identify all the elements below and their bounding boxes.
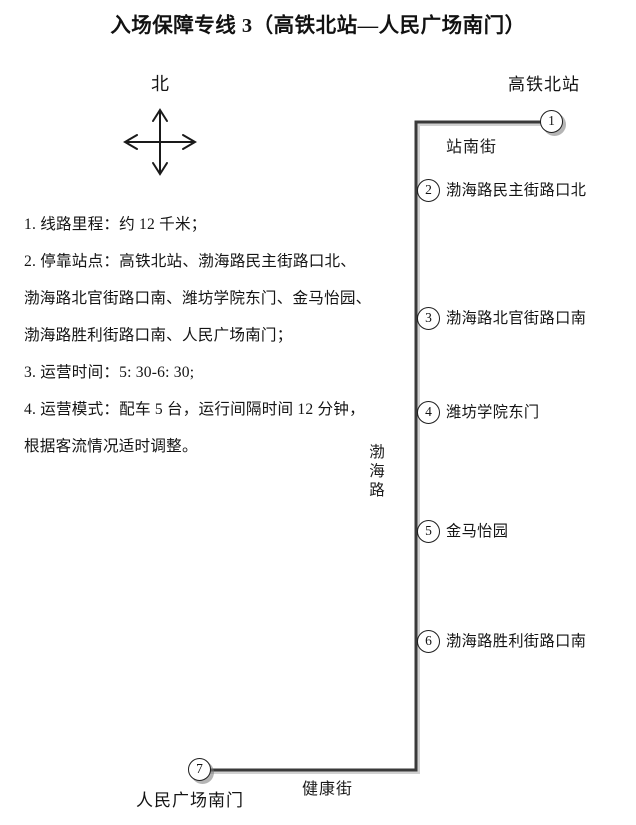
four-way-arrow-icon [123,108,197,176]
info-line-5: 3. 运营时间：5: 30-6: 30; [24,364,195,381]
station-marker-7[interactable]: 7 [188,758,211,781]
info-line-1: 1. 线路里程：约 12 千米； [24,216,207,233]
info-line-3: 渤海路北官街路口南、潍坊学院东门、金马怡园、 [24,290,372,307]
info-line-4: 渤海路胜利街路口南、人民广场南门； [24,327,293,344]
station-marker-1[interactable]: 1 [540,110,563,133]
info-line-7: 根据客流情况适时调整。 [24,438,198,455]
stop-label-2: 渤海路民主街路口北 [446,182,587,199]
road-label-bohailu: 渤 海 路 [369,444,385,499]
stop-label-6: 渤海路胜利街路口南 [446,633,587,650]
terminal-label-start: 高铁北站 [508,75,580,94]
terminal-label-end: 人民广场南门 [136,791,244,810]
street-label-jiankangjie: 健康街 [302,781,354,798]
stop-label-4: 潍坊学院东门 [446,404,540,421]
compass-icon [118,103,202,181]
station-marker-4[interactable]: 4 [417,401,440,424]
page-title: 入场保障专线 3（高铁北站—人民广场南门） [110,15,526,37]
stop-label-3: 渤海路北官街路口南 [446,310,587,327]
station-marker-2[interactable]: 2 [417,179,440,202]
route-info-block: 1. 线路里程：约 12 千米； 2. 停靠站点：高铁北站、渤海路民主街路口北、… [24,206,394,465]
station-marker-6[interactable]: 6 [417,630,440,653]
info-line-2: 2. 停靠站点：高铁北站、渤海路民主街路口北、 [24,253,357,270]
info-line-6: 4. 运营模式：配车 5 台，运行间隔时间 12 分钟， [24,401,365,418]
street-label-zhannanjie: 站南街 [446,139,498,156]
stop-label-5: 金马怡园 [446,523,509,540]
compass-north-label: 北 [151,74,169,94]
station-marker-3[interactable]: 3 [417,307,440,330]
station-marker-5[interactable]: 5 [417,520,440,543]
